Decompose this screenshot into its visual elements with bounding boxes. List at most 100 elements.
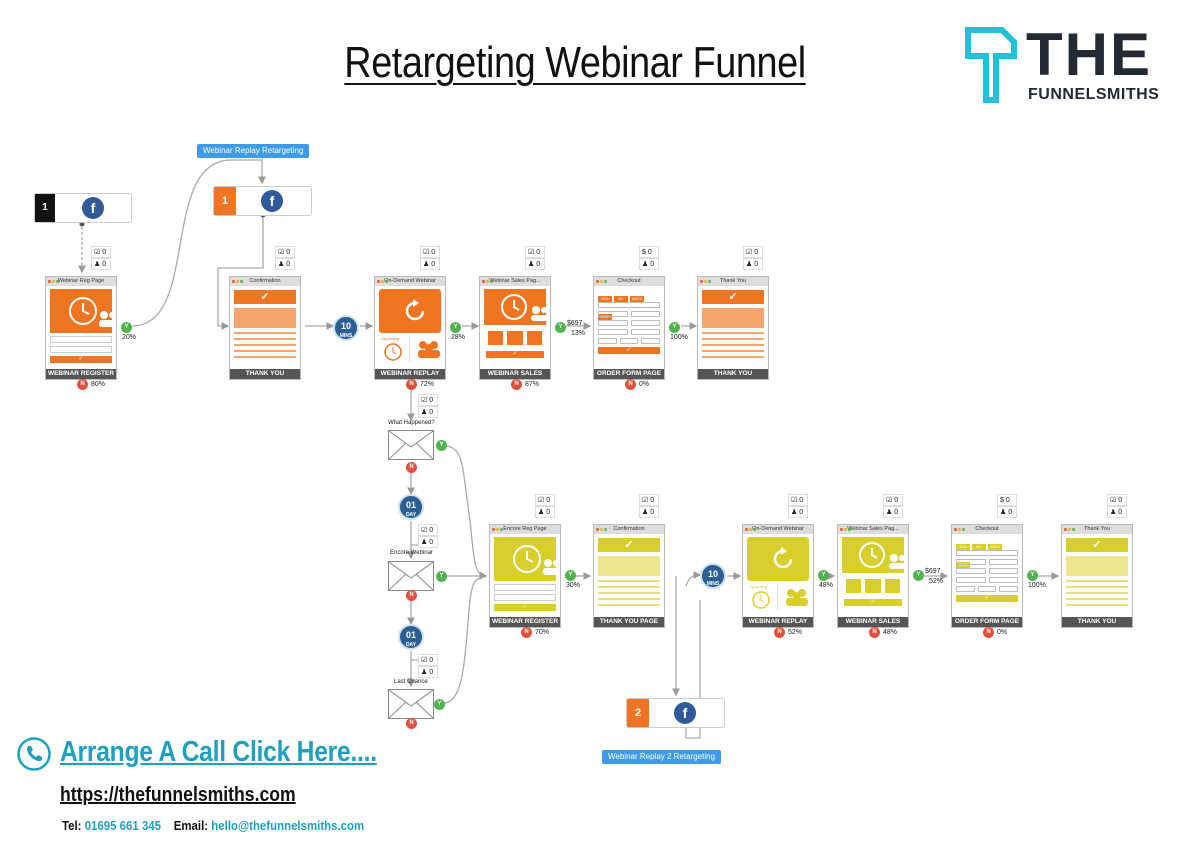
funnel-step-thank-you[interactable]: ☑ 0 ♟ 0 Confirmation ✓ THANK YOU <box>229 246 301 380</box>
page-title: Retargeting Webinar Funnel <box>344 38 806 87</box>
page-title-bar: Confirmation <box>230 277 300 286</box>
yes-rate: 48% <box>819 582 834 589</box>
no-rate: 72% <box>420 381 435 388</box>
page-label: WEBINAR SALES <box>838 617 908 627</box>
stat-value: 0 <box>536 261 541 268</box>
retargeting-tag-2[interactable]: Webinar Replay 2 Retargeting <box>602 750 722 764</box>
no-badge: N <box>983 627 994 638</box>
page-name: Webinar Sales Pag... <box>847 526 899 532</box>
facebook-source-node[interactable]: 1 f <box>34 193 132 223</box>
email-label: Encore Webinar <box>390 550 433 556</box>
stat-value: 0 <box>429 409 434 416</box>
timer-unit: DAY <box>405 512 417 518</box>
stat-value: 0 <box>429 539 434 546</box>
upcoming-text: Upcoming <box>749 584 768 589</box>
check-icon: ☑ <box>746 249 755 256</box>
user-icon: ♟ <box>1000 509 1009 516</box>
arrange-call-link[interactable]: Arrange A Call Click Here.... <box>60 736 377 768</box>
replay-icon <box>773 547 793 569</box>
price-label: $697 <box>567 320 583 327</box>
check-icon: ☑ <box>528 249 537 256</box>
logo-mark-icon <box>965 27 1017 103</box>
timer-unit: MINS <box>706 581 720 587</box>
funnel-step-thank-you[interactable]: ☑ 0 ♟ 0 Thank You ✓ THANK YOU <box>1061 494 1133 628</box>
page-thumbnail: Confirmation ✓ THANK YOU <box>229 276 301 380</box>
page-thumbnail: Thank You ✓ THANK YOU <box>1061 524 1133 628</box>
clock-icon <box>752 591 770 609</box>
email-link[interactable]: hello@thefunnelsmiths.com <box>211 818 365 833</box>
email-label: Email: <box>173 818 209 833</box>
user-icon: ♟ <box>642 509 651 516</box>
page-label: WEBINAR REPLAY <box>743 617 813 627</box>
yes-rate: 52% <box>929 578 944 585</box>
check-icon: ✓ <box>956 595 1018 602</box>
logo-wordmark: THE <box>1026 21 1152 88</box>
card-icon: VISA <box>598 296 612 302</box>
register-hero <box>494 537 560 581</box>
step-stats: ☑ 0 ♟ 0 <box>743 246 763 270</box>
yes-badge: Y <box>121 322 132 333</box>
card-icon: MC <box>614 296 628 302</box>
retargeting-tag-1[interactable]: Webinar Replay Retargeting <box>197 144 310 158</box>
page-name: Webinar Sales Pag... <box>489 278 541 284</box>
envelope-icon <box>388 561 434 591</box>
funnel-step-webinar-register[interactable]: ☑ 0 ♟ 0 Webinar Reg Page ✓ WEBINAR REGIS… <box>45 246 136 390</box>
facebook-icon: f <box>674 702 696 724</box>
user-icon: ♟ <box>528 261 537 268</box>
page-title-bar: Webinar Reg Page <box>46 277 116 286</box>
user-icon: ♟ <box>642 261 651 268</box>
timer-value: 10 <box>340 321 351 331</box>
page-title-bar: Checkout <box>952 525 1022 534</box>
funnel-step-webinar-sales[interactable]: ☑ 0 ♟ 0 Webinar Sales Pag... ✓ WEBINAR S… <box>837 494 943 638</box>
page-label: ORDER FORM PAGE <box>594 369 664 379</box>
stat-value: 0 <box>286 261 291 268</box>
user-icon: ♟ <box>886 509 895 516</box>
page-thumbnail: Confirmation ✓ THANK YOU PAGE <box>593 524 665 628</box>
stat-value: 0 <box>429 669 434 676</box>
yes-badge: Y <box>818 570 829 581</box>
funnel-step-thank-you-page[interactable]: ☑ 0 ♟ 0 Confirmation ✓ THANK YOU PAGE <box>593 494 665 628</box>
stat-value: 0 <box>799 509 804 516</box>
page-thumbnail: Thank You ✓ THANK YOU <box>697 276 769 380</box>
page-title-bar: Webinar Sales Pag... <box>838 525 908 534</box>
check-icon: ✓ <box>598 538 660 552</box>
page-label: THANK YOU <box>1062 617 1132 627</box>
funnel-step-webinar-sales[interactable]: ☑ 0 ♟ 0 Webinar Sales Pag... ✓ WEBINAR S… <box>479 246 585 390</box>
yes-rate: 100% <box>670 334 688 341</box>
stat-value: 0 <box>286 249 291 256</box>
facebook-retarget-node-2[interactable]: 2 f <box>626 698 725 728</box>
page-title-bar: Webinar Sales Pag... <box>480 277 550 286</box>
website-link[interactable]: https://thefunnelsmiths.com <box>60 784 296 806</box>
stat-value: 0 <box>1118 509 1123 516</box>
email-stats: ☑ 0♟ 0 <box>418 524 438 548</box>
register-hero <box>50 289 116 333</box>
video-player <box>379 289 441 333</box>
tel-link[interactable]: 01695 661 345 <box>84 818 162 833</box>
stat-value: 0 <box>1008 509 1013 516</box>
funnel-step-webinar-register[interactable]: ☑ 0 ♟ 0 Encore Reg Page ✓ WEBINAR REGIST… <box>489 494 580 638</box>
page-name: Webinar Reg Page <box>57 278 105 284</box>
stat-value: 0 <box>650 497 655 504</box>
card-icon: AMEX <box>988 544 1002 550</box>
stat-value: 0 <box>536 249 541 256</box>
user-icon: ♟ <box>746 261 755 268</box>
funnel-step-thank-you[interactable]: ☑ 0 ♟ 0 Thank You ✓ THANK YOU <box>697 246 769 380</box>
phone-icon[interactable] <box>16 736 52 772</box>
check-icon: ☑ <box>278 249 287 256</box>
video-player <box>747 537 809 581</box>
check-icon: ☑ <box>421 527 430 534</box>
funnel-step-webinar-replay[interactable]: ☑ 0 ♟ 0 On-Demand Webinar Upcoming WEBIN… <box>742 494 833 638</box>
page-title-bar: Checkout <box>594 277 664 286</box>
facebook-retarget-node-1[interactable]: 1 f <box>213 186 312 216</box>
funnel-step-webinar-replay[interactable]: ☑ 0 ♟ 0 On-Demand Webinar Upcoming WEBIN… <box>374 246 465 390</box>
stat-value: 0 <box>754 261 759 268</box>
user-icon: ♟ <box>423 261 432 268</box>
yes-badge: Y <box>1027 570 1038 581</box>
